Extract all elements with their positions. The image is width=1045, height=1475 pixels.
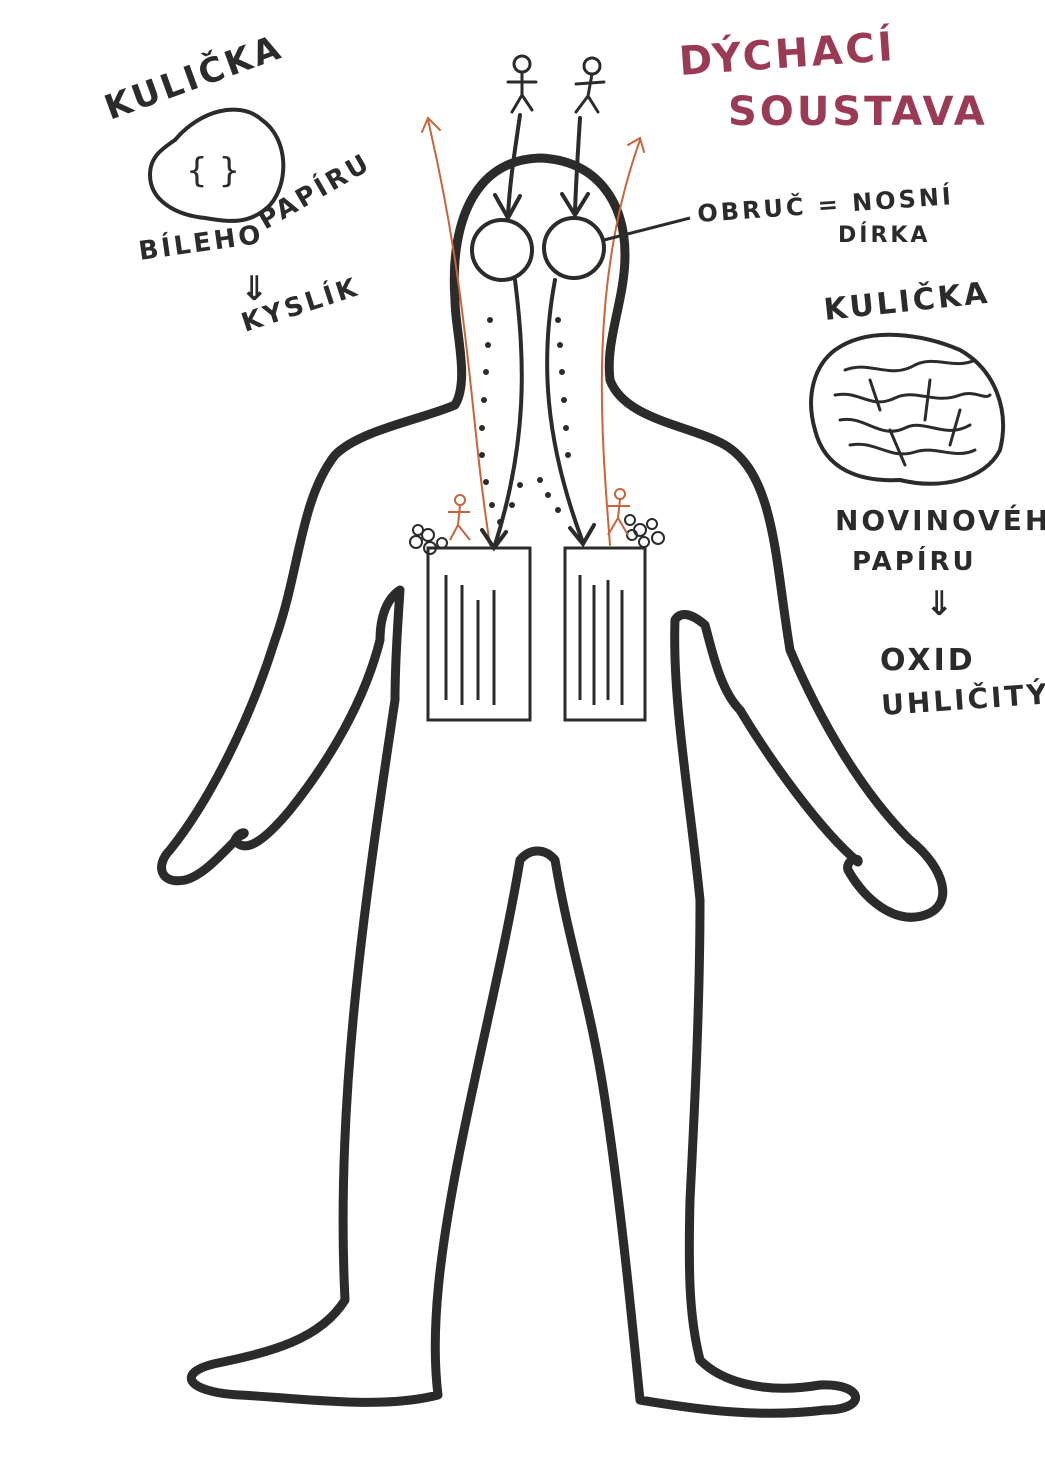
right-nostril-ring [544,218,604,278]
right-lung [565,548,645,720]
nostril-label-line1: OBRUČ = NOSNÍ [696,180,954,228]
white-ball-paper-right: PAPÍRU [253,146,377,236]
white-ball-paper-left: BÍLEHO [137,218,266,267]
news-ball-heading: KULIČKA [822,274,992,328]
dotted-bronchi [479,317,571,525]
left-nostril-ring [472,220,532,280]
left-orange-figure [448,495,470,540]
stick-figures [508,56,604,112]
title-line2: SOUSTAVA [728,89,988,135]
airway-arrows [482,280,594,548]
news-ball-paper-line2: PAPÍRU [852,545,977,577]
right-alveoli [625,515,664,547]
white-ball-brace-glyph: { } [186,151,240,191]
title-line1: DÝCHACÍ [677,21,897,85]
news-ball-result-line1: OXID [880,643,976,678]
right-orange-figure [608,489,630,535]
news-ball-arrow: ⇓ [925,584,957,624]
news-ball-paper-line1: NOVINOVÉHO [835,503,1045,537]
news-ball-result-line2: UHLIČITÝ [880,676,1045,722]
newspaper-crumple-lines [835,360,990,465]
nostril-label-line2: DÍRKA [838,222,930,248]
white-ball-heading: KULIČKA [99,26,288,128]
left-lung [428,548,530,720]
newspaper-ball [811,335,1003,484]
body-outline [162,158,943,1413]
